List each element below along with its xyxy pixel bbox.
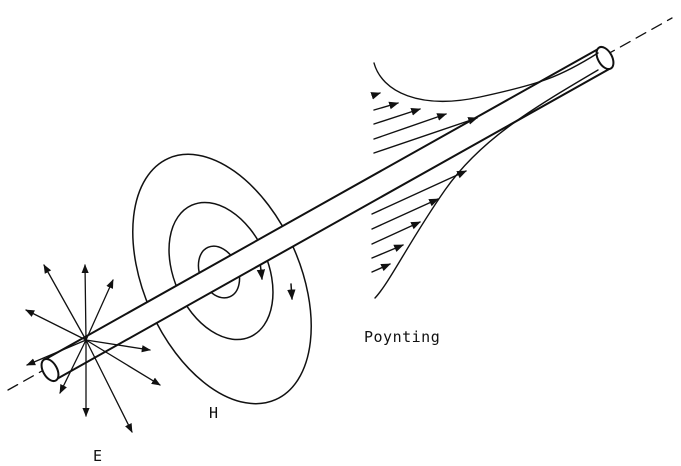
wire-cylinder (40, 45, 615, 383)
poynting-flow (370, 52, 599, 299)
magnetic-field-label: H (209, 404, 219, 422)
poynting-label: Poynting (364, 328, 441, 346)
electric-field-arrows (25, 264, 161, 433)
poynting-envelope-upper (373, 52, 599, 102)
poynting-envelope-lower (374, 69, 599, 299)
wire-end-cap-left (40, 357, 60, 383)
wire-end-cap-right (595, 45, 615, 71)
h-ring-arrow-outer (287, 283, 296, 301)
electric-field-label: E (93, 447, 103, 465)
